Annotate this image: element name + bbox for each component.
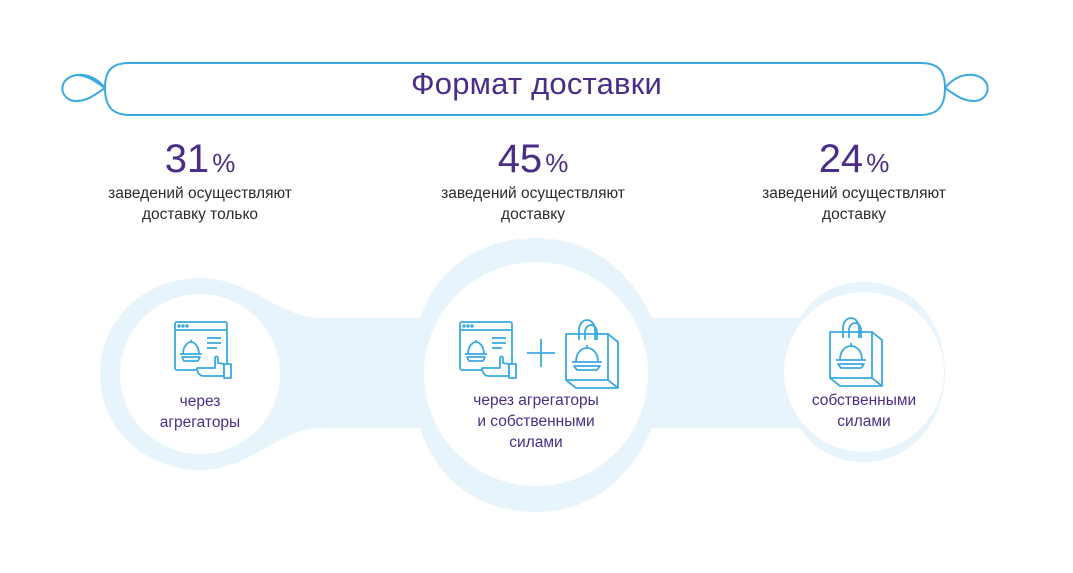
option-label-aggregators: через агрегаторы <box>120 391 280 433</box>
option-label-line: собственными <box>811 392 917 409</box>
stat-description: заведений осуществляют доставку <box>408 183 658 225</box>
stat-description-line: доставку только <box>141 206 259 223</box>
stat-description-line: доставку <box>501 206 565 223</box>
option-label-line: через агрегаторы <box>473 392 599 409</box>
stat-description-line: заведений осуществляют <box>108 185 292 202</box>
stat-value: 45 <box>497 137 543 181</box>
stat-description-line: заведений осуществляют <box>441 185 625 202</box>
stat-block: 24% заведений осуществляют доставку <box>729 137 979 225</box>
stat-value: 24 <box>818 137 864 181</box>
stat-unit: % <box>212 148 236 178</box>
option-label-line: силами <box>837 413 891 430</box>
option-label-both: через агрегаторы и собственными силами <box>436 390 636 453</box>
stat-block: 31% заведений осуществляют доставку толь… <box>75 137 325 225</box>
stat-description: заведений осуществляют доставку <box>729 183 979 225</box>
stat-description: заведений осуществляют доставку только <box>75 183 325 225</box>
stat-description-line: доставку <box>822 206 886 223</box>
stat-value: 31 <box>164 137 210 181</box>
title-banner <box>61 62 989 116</box>
stat-unit: % <box>866 148 890 178</box>
option-label-line: силами <box>509 434 563 451</box>
option-circle-both <box>424 262 648 486</box>
aggregator-app-icon <box>459 321 517 379</box>
stat-block: 45% заведений осуществляют доставку <box>408 137 658 225</box>
aggregator-app-icon <box>174 321 232 379</box>
delivery-bag-icon <box>829 317 883 387</box>
option-circle-own <box>784 292 944 452</box>
option-label-line: и собственными <box>477 413 595 430</box>
plus-icon <box>527 339 555 367</box>
page-title: Формат доставки <box>411 66 662 101</box>
option-label-line: агрегаторы <box>159 414 241 431</box>
stat-description-line: заведений осуществляют <box>762 185 946 202</box>
delivery-bag-icon <box>565 319 619 389</box>
option-label-own: собственными силами <box>784 390 944 432</box>
stat-unit: % <box>545 148 569 178</box>
option-label-line: через <box>179 393 221 410</box>
